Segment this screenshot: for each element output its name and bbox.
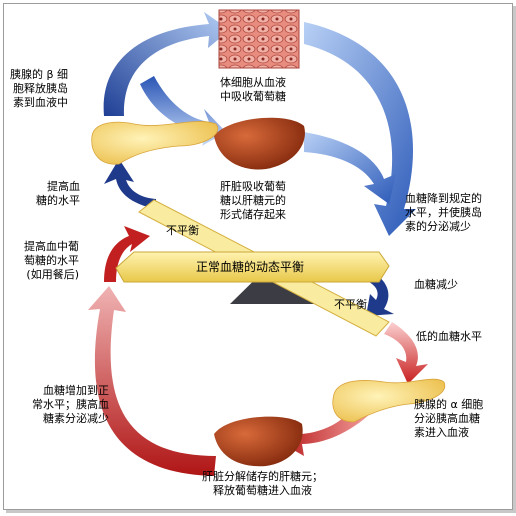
arrow-low-to-pancreas: [384, 322, 428, 384]
pancreas-lower: [332, 378, 446, 423]
label-cells-absorb: 体细胞从血液 中吸收葡萄糖: [220, 76, 286, 103]
liver-upper: [214, 117, 305, 170]
label-liver-store: 肝脏吸收葡萄 糖以肝糖元的 形式储存起来: [220, 180, 286, 221]
arrow-imbalance-up: [104, 159, 156, 209]
label-alpha-release: 胰腺的 α 细胞 分泌胰高血糖 素进入血液: [414, 398, 484, 439]
arrow-liver-up-loop: [88, 286, 216, 476]
arrow-decrease-down: [366, 274, 394, 316]
label-balance: 正常血糖的动态平衡: [196, 260, 305, 274]
label-imbalance-bottom: 不平衡: [334, 298, 367, 311]
label-beta-release: 胰腺的 β 细 胞释放胰岛 素到血液中: [10, 68, 69, 109]
label-raise-level: 提高血 糖的水平: [36, 180, 80, 207]
diagram-graphics: [88, 9, 446, 476]
seesaw-balance-plank: [115, 251, 390, 283]
label-liver-release: 肝脏分解储存的肝糖元； 释放葡萄糖进入血液: [202, 470, 323, 497]
liver-lower: [214, 416, 303, 467]
diagram-frame: 胰腺的 β 细 胞释放胰岛 素到血液中 体细胞从血液 中吸收葡萄糖 肝脏吸收葡萄…: [3, 3, 513, 510]
label-decrease: 血糖减少: [414, 278, 458, 291]
arrow-pancreas-to-cells: [103, 12, 230, 116]
body-cells: [218, 9, 300, 69]
pancreas-upper: [91, 121, 219, 165]
label-drop-normal: 血糖降到规定的 水平，并使胰岛 素的分泌减少: [405, 192, 482, 233]
label-imbalance-top: 不平衡: [166, 224, 199, 237]
label-raise-meal: 提高血中葡 萄糖的水平 (如用餐后): [24, 240, 79, 281]
arrow-cells-to-seesaw: [304, 22, 416, 236]
label-rise-normal: 血糖增加到正 常水平；胰高血 糖素分泌减少: [32, 384, 109, 425]
arrow-liver-to-right: [304, 132, 396, 204]
label-low-level: 低的血糖水平: [416, 330, 482, 343]
